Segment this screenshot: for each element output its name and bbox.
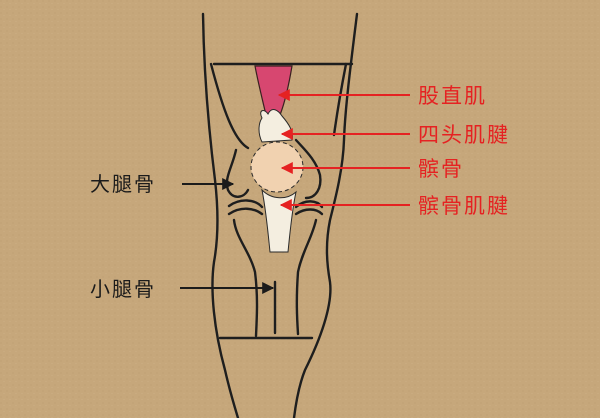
annotation-quadriceps: 股直肌	[277, 84, 487, 108]
label-quadriceps: 股直肌	[418, 84, 487, 108]
leg-outline	[201, 12, 359, 418]
label-tibia: 小腿骨	[90, 277, 156, 301]
thigh-internal-lines	[209, 62, 354, 150]
knee-joint-lines	[227, 199, 324, 216]
label-femur: 大腿骨	[90, 172, 156, 196]
tibia-bone	[218, 218, 318, 340]
label-quadriceps-tendon: 四头肌腱	[418, 123, 510, 147]
label-patella: 髌骨	[418, 157, 464, 181]
femur-condyle-right	[294, 138, 322, 200]
annotation-patellar-tendon: 髌骨肌腱	[279, 194, 510, 218]
annotation-tibia: 小腿骨	[90, 277, 275, 301]
annotation-quadriceps-tendon: 四头肌腱	[280, 123, 510, 147]
annotation-femur: 大腿骨	[90, 172, 235, 196]
label-patellar-tendon: 髌骨肌腱	[418, 194, 510, 218]
femur-condyle-left	[225, 148, 250, 198]
annotation-patella: 髌骨	[280, 157, 464, 181]
